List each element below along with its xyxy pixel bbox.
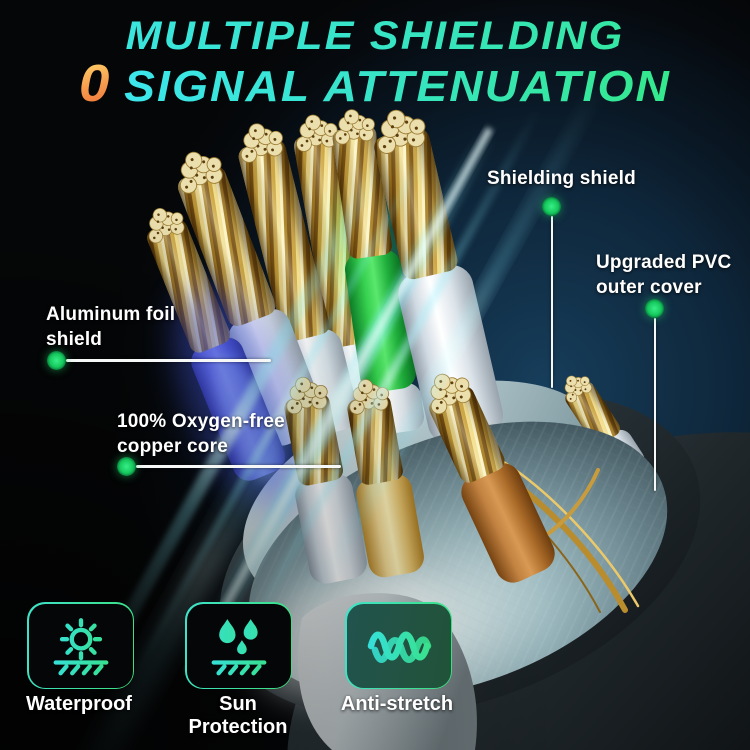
anti-stretch-waves-icon bbox=[367, 631, 431, 663]
water-drops-awning-icon bbox=[211, 618, 267, 675]
title-line-1: MULTIPLE SHIELDING bbox=[0, 14, 750, 58]
callout-shielding-shield-label: Shielding shield bbox=[487, 168, 636, 189]
callout-pvc-cover-label: Upgraded PVC outer cover bbox=[596, 252, 732, 298]
callout-shielding-shield-dot bbox=[542, 197, 561, 216]
sun-awning-icon bbox=[53, 617, 109, 675]
callout-aluminum-foil-dot bbox=[47, 351, 66, 370]
feature-card-sun-protection bbox=[185, 602, 293, 690]
feature-label-waterproof: Waterproof bbox=[26, 693, 132, 715]
page-title: MULTIPLE SHIELDING 0 SIGNAL ATTENUATION bbox=[0, 14, 750, 111]
callout-pvc-cover-dot bbox=[645, 299, 664, 318]
title-line-2: 0 SIGNAL ATTENUATION bbox=[0, 55, 750, 113]
callout-copper-core-line bbox=[136, 465, 341, 468]
callout-aluminum-foil-label: Aluminum foil shield bbox=[46, 304, 176, 350]
title-line-2-text: SIGNAL ATTENUATION bbox=[124, 62, 671, 111]
feature-card-anti-stretch bbox=[345, 602, 453, 690]
feature-label-sun-protection: Sun Protection bbox=[188, 693, 288, 738]
callout-shielding-shield-line bbox=[550, 216, 553, 388]
callout-copper-core-label: 100% Oxygen-free copper core bbox=[117, 411, 285, 457]
zero-accent: 0 bbox=[79, 55, 110, 113]
callout-aluminum-foil-line bbox=[66, 359, 271, 362]
feature-label-anti-stretch: Anti-stretch bbox=[340, 693, 454, 715]
feature-card-waterproof bbox=[27, 602, 135, 690]
callout-copper-core-dot bbox=[117, 457, 136, 476]
callout-pvc-cover-line bbox=[653, 318, 656, 491]
